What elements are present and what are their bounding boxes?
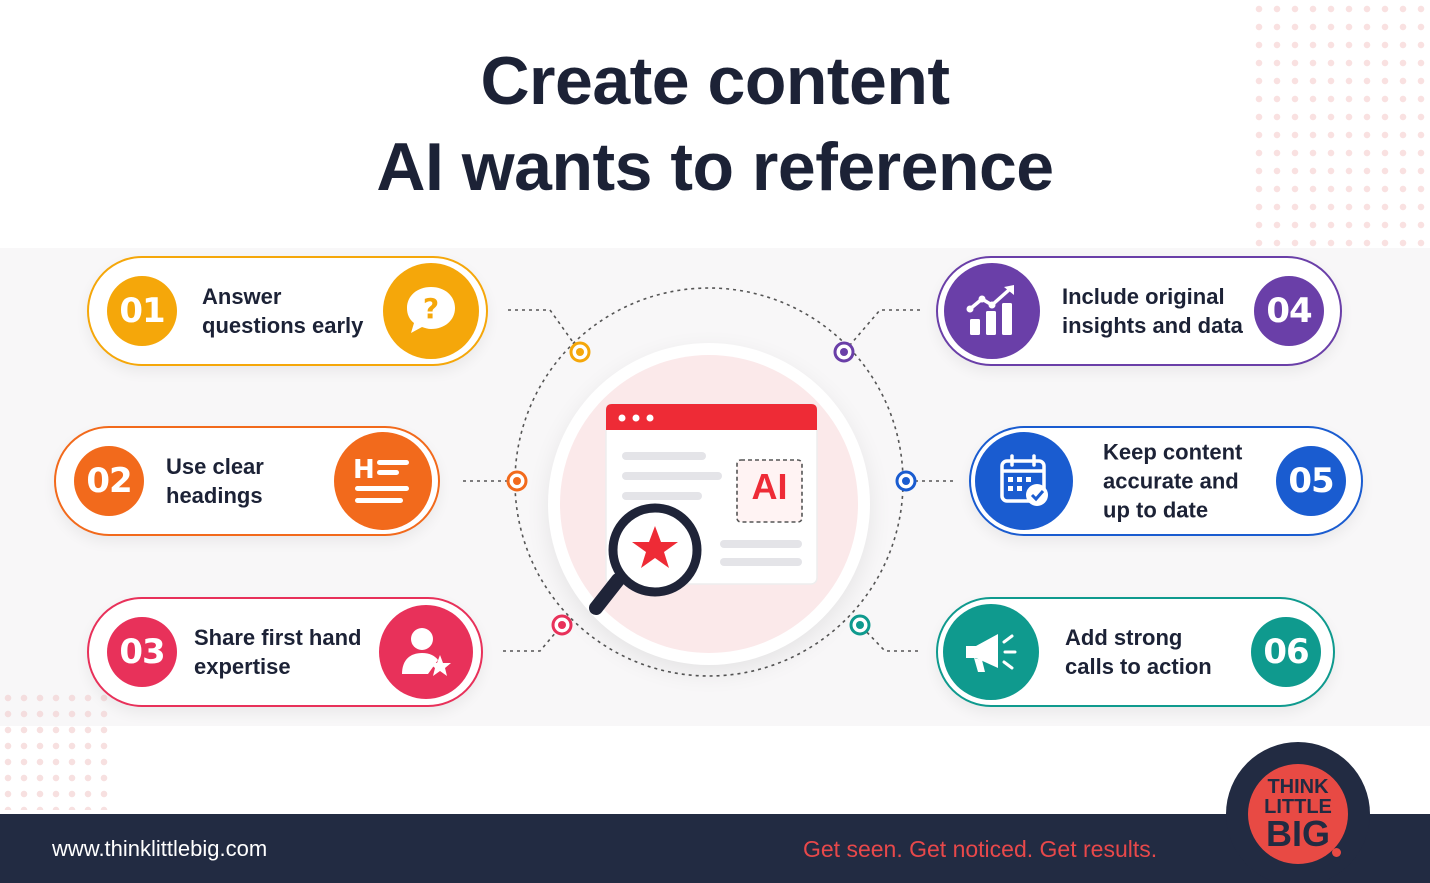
step-label: Use clear headings [166,454,264,508]
step-card-02: 02 Use clear headings H [54,426,440,536]
step-number: 05 [1276,446,1346,516]
step-number: 04 [1254,276,1324,346]
step-label: Keep content accurate and up to date [1103,439,1243,523]
step-card-04: Include original insights and data 04 [936,256,1342,366]
heading-icon: H [334,432,432,530]
title-line-1: Create content [480,43,950,119]
connector-node-2 [506,470,528,492]
step-label: Include original insights and data [1062,284,1243,338]
megaphone-icon [943,604,1039,700]
step-number: 01 [107,276,177,346]
step-label: Add strong calls to action [1065,625,1212,679]
step-card-06: Add strong calls to action 06 [936,597,1335,707]
logo-line-3: BIG [1265,813,1330,854]
growth-chart-icon [944,263,1040,359]
logo-line-2: LITTLE [1264,796,1332,818]
step-label: Share first hand expertise [194,625,362,679]
step-number: 06 [1251,617,1321,687]
logo-line-1: THINK [1267,776,1329,798]
connector-node-4 [833,341,855,363]
decorative-dots [0,690,110,810]
svg-text:?: ? [423,292,439,325]
step-label: Answer questions early [202,284,364,338]
question-bubble-icon: ? [383,263,479,359]
connector-node-1 [569,341,591,363]
think-little-big-logo: THINK LITTLE BIG [1226,742,1370,883]
step-card-03: 03 Share first hand expertise [87,597,483,707]
calendar-check-icon [975,432,1073,530]
step-number: 02 [74,446,144,516]
connector-node-3 [551,614,573,636]
connector-node-6 [849,614,871,636]
svg-text:H: H [353,455,375,485]
website-link[interactable]: www.thinklittlebig.com [52,836,268,861]
ai-badge: AI [751,466,788,507]
title-line-2: AI wants to reference [376,129,1054,205]
footer-bar: www.thinklittlebig.com Get seen. Get not… [0,814,1430,883]
decorative-dots [1250,0,1430,250]
page-title: Create content AI wants to reference [0,38,1430,210]
connector-node-5 [895,470,917,492]
step-card-05: Keep content accurate and up to date 05 [969,426,1363,536]
footer-tagline: Get seen. Get noticed. Get results. [803,836,1158,862]
expert-star-icon [379,605,473,699]
step-card-01: 01 Answer questions early ? [87,256,488,366]
step-number: 03 [107,617,177,687]
